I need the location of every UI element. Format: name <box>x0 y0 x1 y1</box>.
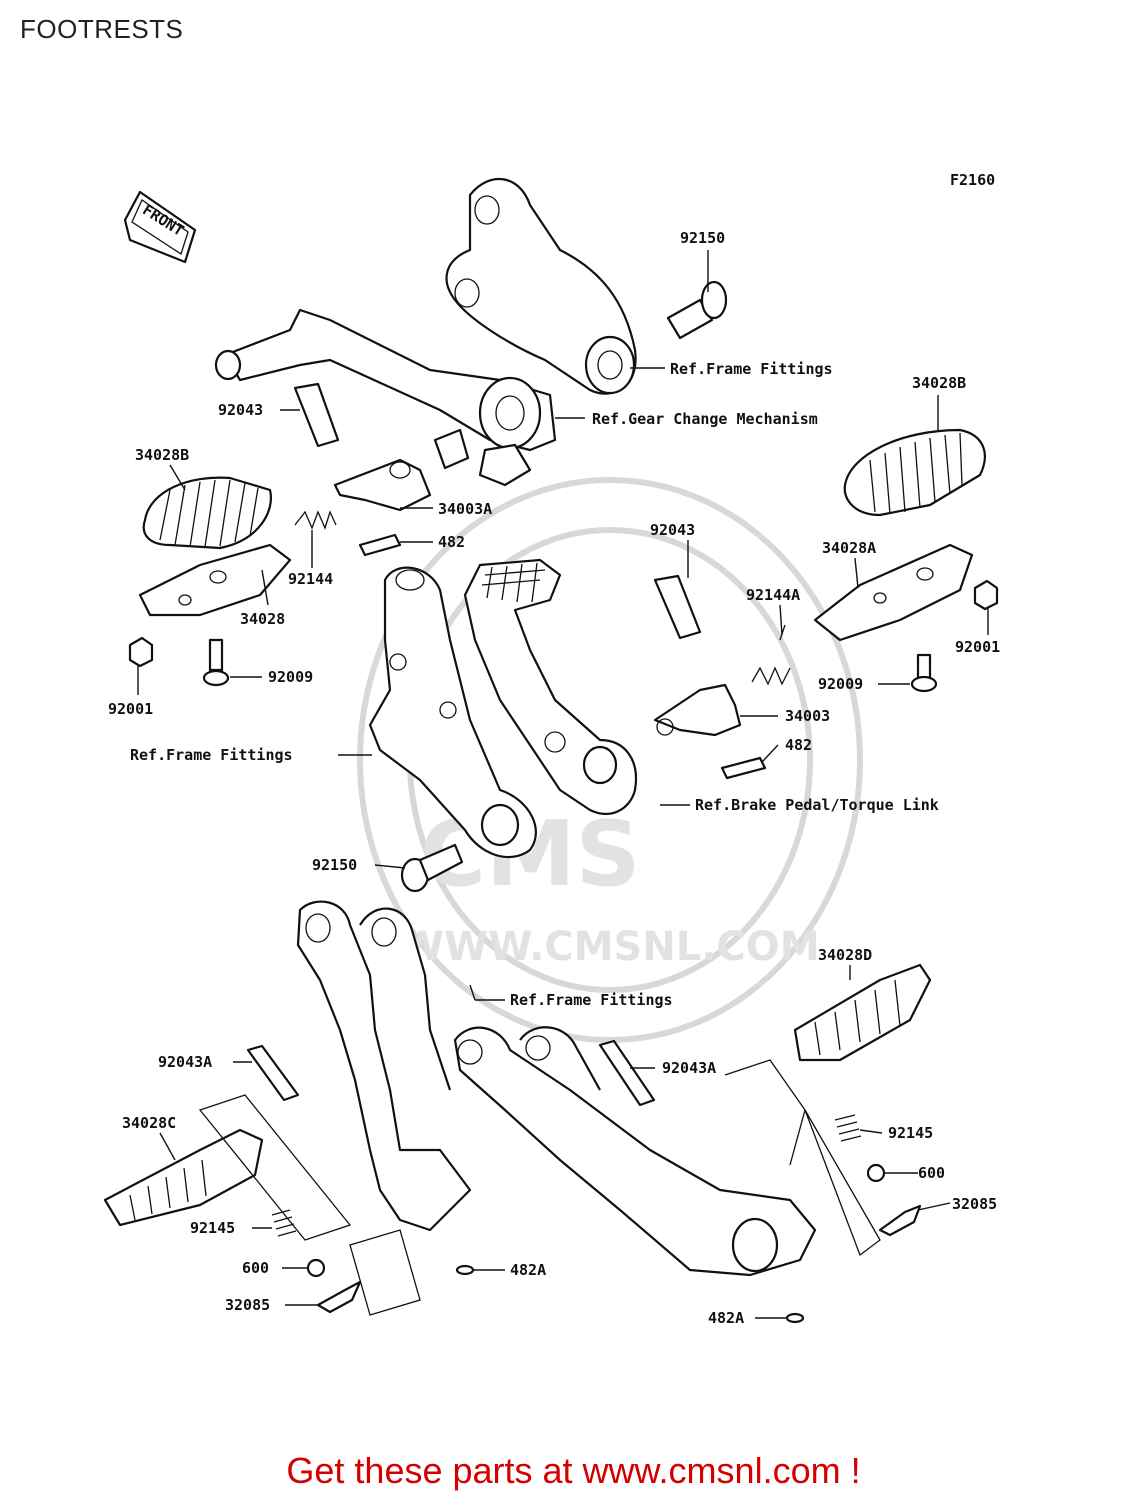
nut-92001-left <box>128 636 154 668</box>
label-34003A: 34003A <box>438 500 492 518</box>
footpeg-rubber-34028B-left <box>142 476 272 550</box>
label-482A-right: 482A <box>708 1309 744 1327</box>
detent-32085-right <box>878 1204 922 1237</box>
shift-side-bracket <box>445 177 637 395</box>
clevis-34003 <box>653 683 742 737</box>
pivot-bolt-92150-top <box>666 280 728 340</box>
leader-lines <box>137 250 989 1319</box>
label-ref-gear-change: Ref.Gear Change Mechanism <box>592 410 818 428</box>
label-482-left: 482 <box>438 533 465 551</box>
label-92009-right: 92009 <box>818 675 863 693</box>
ball-600-left <box>306 1258 326 1278</box>
spring-92145-left <box>271 1209 297 1237</box>
figure-code: F2160 <box>950 171 995 189</box>
label-92150-mid: 92150 <box>312 856 357 874</box>
label-34028D: 34028D <box>818 946 872 964</box>
pin-92043A-right <box>598 1039 656 1107</box>
spring-92144 <box>294 510 337 530</box>
passenger-peg-34028D <box>793 963 932 1062</box>
clip-482-right <box>720 756 767 780</box>
ball-600-right <box>866 1163 886 1183</box>
label-92144A: 92144A <box>746 586 800 604</box>
label-ref-frame-fittings-top: Ref.Frame Fittings <box>670 360 833 378</box>
spring-92145-right <box>834 1114 862 1142</box>
label-34028A: 34028A <box>822 539 876 557</box>
label-ref-brake-pedal: Ref.Brake Pedal/Torque Link <box>695 796 939 814</box>
label-482-right: 482 <box>785 736 812 754</box>
label-482A-mid: 482A <box>510 1261 546 1279</box>
framing-lines <box>198 1059 881 1316</box>
label-92043-left: 92043 <box>218 401 263 419</box>
label-ref-frame-fittings-low: Ref.Frame Fittings <box>510 991 673 1009</box>
label-ref-frame-fittings-mid: Ref.Frame Fittings <box>130 746 293 764</box>
passenger-peg-34028C <box>103 1128 264 1227</box>
front-arrow-icon: FRONT <box>123 190 197 264</box>
pin-92043-left <box>293 382 340 448</box>
passenger-bracket-right <box>453 1026 817 1277</box>
bolt-92009-right <box>910 653 938 693</box>
spring-92144A <box>751 624 791 686</box>
pivot-bolt-92150-mid <box>400 843 464 893</box>
label-34028B-right: 34028B <box>912 374 966 392</box>
clip-482A-right <box>785 1312 805 1324</box>
watermark-url: WWW.CMSNL.COM <box>400 924 820 970</box>
label-92150-top: 92150 <box>680 229 725 247</box>
label-92145-left: 92145 <box>190 1219 235 1237</box>
label-34028C: 34028C <box>122 1114 176 1132</box>
page-title: FOOTRESTS <box>20 14 184 44</box>
label-32085-left: 32085 <box>225 1296 270 1314</box>
label-92043A-left: 92043A <box>158 1053 212 1071</box>
label-34028: 34028 <box>240 610 285 628</box>
callout-labels: 92150 Ref.Frame Fittings Ref.Gear Change… <box>108 229 1000 1327</box>
gear-change-pedal <box>214 308 557 487</box>
clevis-34003A <box>333 428 470 512</box>
detent-32085-left <box>316 1280 362 1314</box>
footpeg-34028A-right <box>813 543 974 642</box>
label-92009-left: 92009 <box>268 668 313 686</box>
label-600-right: 600 <box>918 1164 945 1182</box>
clip-482-left <box>358 533 402 557</box>
label-92144: 92144 <box>288 570 333 588</box>
label-600-left: 600 <box>242 1259 269 1277</box>
label-34028B-left: 34028B <box>135 446 189 464</box>
label-92043-mid: 92043 <box>650 521 695 539</box>
label-34003: 34003 <box>785 707 830 725</box>
label-92001-left: 92001 <box>108 700 153 718</box>
clip-482A-mid <box>455 1264 475 1276</box>
bolt-92009-left <box>202 638 230 687</box>
label-92001-right: 92001 <box>955 638 1000 656</box>
brake-side-bracket <box>368 566 537 859</box>
label-92043A-right: 92043A <box>662 1059 716 1077</box>
footpeg-rubber-34028B-right <box>843 428 986 517</box>
pin-92043-right <box>653 574 702 640</box>
cta-link[interactable]: Get these parts at www.cmsnl.com ! <box>286 1450 861 1491</box>
brake-pedal <box>463 558 638 815</box>
passenger-bracket-left <box>296 900 472 1232</box>
nut-92001-right <box>973 579 999 611</box>
pin-92043A-left <box>246 1044 300 1102</box>
footpeg-34028-left <box>138 543 292 617</box>
label-32085-right: 32085 <box>952 1195 997 1213</box>
label-92145-right: 92145 <box>888 1124 933 1142</box>
